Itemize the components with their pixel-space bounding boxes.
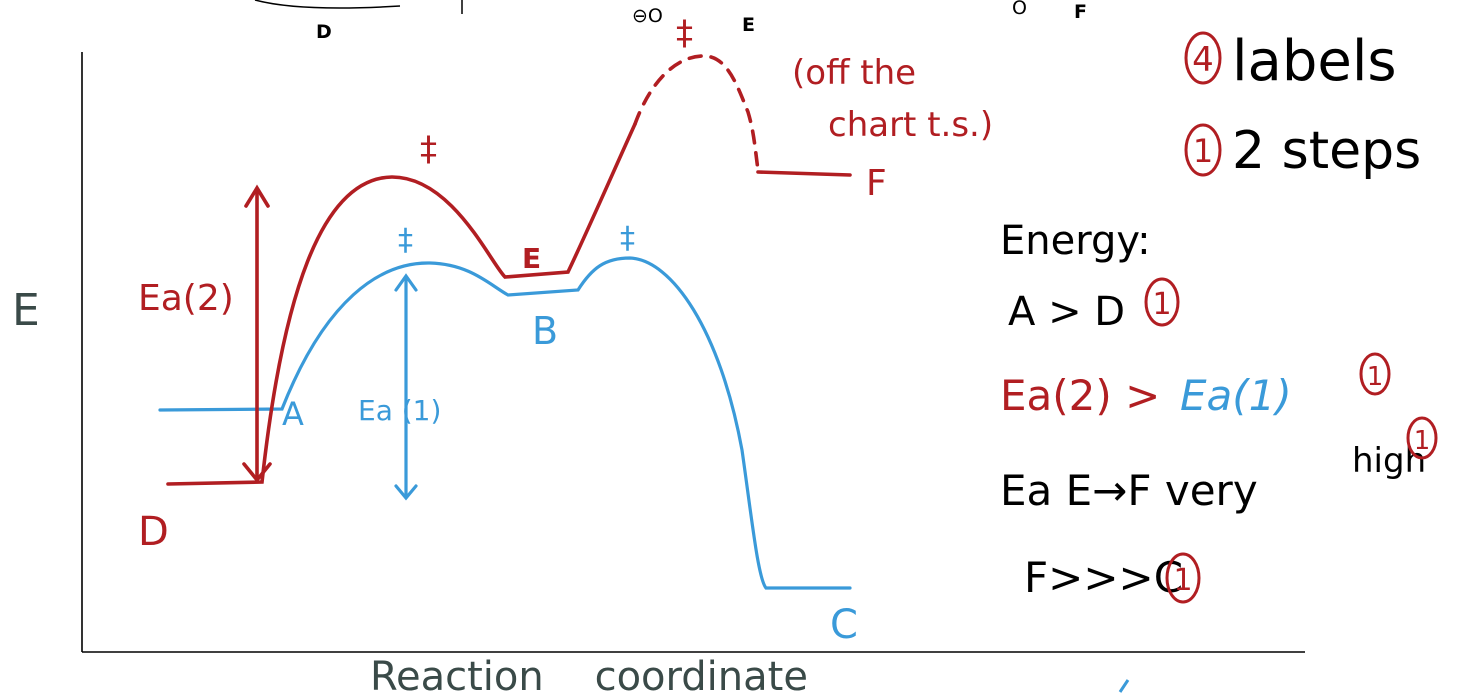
rule4-text: F>>>C bbox=[1024, 553, 1183, 602]
ea2-label: Ea(2) bbox=[138, 278, 234, 319]
score-circle bbox=[1359, 352, 1391, 396]
species-label-a: A bbox=[282, 395, 304, 433]
ring-fragment bbox=[254, 0, 401, 9]
rule3-points: 1 bbox=[1414, 426, 1431, 456]
y-axis-label: E bbox=[12, 285, 40, 336]
blue-path-labels: ‡ ‡ A B C Ea (1) bbox=[282, 221, 858, 648]
score-circle bbox=[1165, 552, 1201, 604]
rule2-points: 1 bbox=[1367, 362, 1384, 392]
labels-score-value: 4 bbox=[1192, 40, 1214, 80]
rule1-text: A > D bbox=[1008, 289, 1125, 335]
score-circle bbox=[1184, 123, 1222, 177]
species-label-d: D bbox=[138, 509, 169, 555]
rule-f-gt-c: F>>>C 1 bbox=[1024, 552, 1201, 604]
x-axis-label: Reaction coordinate bbox=[370, 654, 808, 695]
offchart-note-line2: chart t.s.) bbox=[828, 105, 993, 145]
red-ts-mark-2: ‡ bbox=[676, 13, 693, 53]
rule-ea-compare: Ea(2) > Ea(1) 1 bbox=[1000, 352, 1391, 420]
rule-a-gt-d: A > D 1 bbox=[1008, 277, 1180, 335]
rule2-red-text: Ea(2) > bbox=[1000, 371, 1160, 420]
blue-ts-mark-1: ‡ bbox=[398, 223, 413, 258]
rule2-blue-text: Ea(1) bbox=[1180, 371, 1292, 420]
red-product-f-line bbox=[756, 170, 852, 177]
red-ts-mark-1: ‡ bbox=[420, 129, 437, 169]
offchart-note-line1: (off the bbox=[792, 53, 916, 93]
steps-text: 2 steps bbox=[1232, 121, 1421, 181]
score-circle bbox=[1406, 416, 1438, 460]
ea1-arrow-head-down bbox=[394, 484, 418, 501]
charged-oxygen-fragment: ⊖O bbox=[632, 5, 663, 27]
ea2-arrow-head-down bbox=[242, 462, 272, 483]
ea1-arrow-head-up bbox=[394, 273, 418, 292]
labels-score: 4 labels bbox=[1184, 29, 1397, 94]
species-label-e: E bbox=[522, 242, 541, 275]
grading-notes: 4 labels 1 2 steps Energy: A > D 1 Ea(2)… bbox=[1000, 29, 1438, 604]
species-label-b: B bbox=[532, 309, 558, 353]
score-circle bbox=[1144, 277, 1180, 327]
oxygen-fragment: O bbox=[1012, 0, 1027, 19]
steps-score-value: 1 bbox=[1193, 132, 1213, 170]
red-energy-curve bbox=[166, 122, 637, 486]
species-label-c: C bbox=[830, 602, 858, 648]
red-offchart-ts-dashed bbox=[633, 54, 760, 172]
red-path-labels: ‡ ‡ D E F Ea(2) (off the chart t.s.) bbox=[138, 13, 993, 555]
species-label-f: F bbox=[866, 163, 887, 204]
structure-label-e: E bbox=[742, 14, 755, 36]
energy-heading: Energy: bbox=[1000, 218, 1151, 264]
blue-ts-mark-2: ‡ bbox=[620, 221, 635, 256]
cut-off-blue-mark bbox=[1118, 679, 1130, 693]
red-reaction-path bbox=[166, 54, 852, 486]
structure-label-d: D bbox=[316, 21, 332, 43]
rule4-points: 1 bbox=[1173, 563, 1192, 598]
rule3-tail-text: high bbox=[1352, 441, 1426, 481]
score-circle bbox=[1184, 31, 1222, 85]
steps-score: 1 2 steps bbox=[1184, 121, 1421, 181]
blue-reaction-path bbox=[158, 256, 852, 590]
ea1-label: Ea (1) bbox=[358, 394, 441, 427]
rule3-text: Ea E→F very bbox=[1000, 466, 1258, 515]
ea2-arrow-head-up bbox=[244, 184, 270, 208]
header-fragments: D ⊖O E O F bbox=[254, 0, 1087, 43]
rule-ea-e-to-f: Ea E→F very high 1 bbox=[1000, 416, 1438, 515]
axes: E Reaction coordinate bbox=[12, 52, 1305, 700]
structure-label-f: F bbox=[1074, 1, 1087, 23]
blue-energy-curve bbox=[158, 256, 852, 590]
rule1-points: 1 bbox=[1152, 287, 1171, 322]
labels-text: labels bbox=[1232, 29, 1397, 94]
